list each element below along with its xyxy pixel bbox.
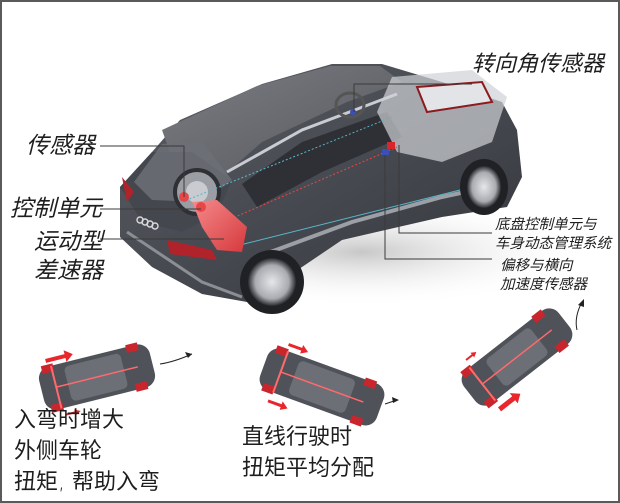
label-sensor: 传感器 [26,133,95,159]
scenario-car-2 [259,343,385,427]
sport-differential [192,200,247,252]
label-chassis-control-unit: 底盘控制单元与 车身动态管理系统 [495,217,611,252]
suv-body [120,64,522,314]
steering-sensor-dot [350,109,356,115]
label-yaw-sensor: 偏移与横向 加速度传感器 [500,258,587,293]
caption-straight-driving: 直线行驶时 扭矩平均分配 [242,425,375,482]
label-steering-angle-sensor: 转向角传感器 [472,52,605,77]
caption-cornering-entry: 入弯时增大 外侧车轮 扭矩, 帮助入弯 [14,408,160,496]
label-sport-differential: 运动型 差速器 [34,229,103,284]
scenario-car-1 [38,342,156,416]
scenario-car-3 [460,308,573,412]
yaw-sensor [382,149,389,155]
chassis-control-unit [387,142,395,149]
leader-lines [100,83,492,260]
label-control-unit: 控制单元 [10,196,102,222]
